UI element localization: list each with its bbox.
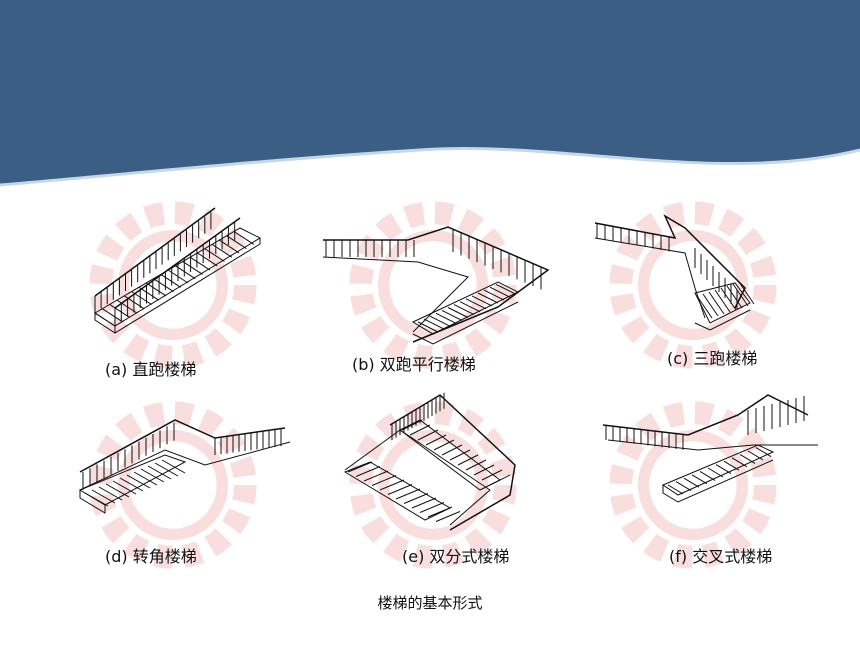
triple-run-stair-icon	[594, 214, 755, 331]
crossing-stair-icon	[602, 394, 818, 503]
watermark-emblem	[609, 401, 777, 569]
straight-run-stair-icon	[94, 207, 262, 334]
figure-caption-b: (b) 双跑平行楼梯	[352, 355, 476, 374]
figure-caption-f: (f) 交叉式楼梯	[669, 547, 773, 566]
watermark-emblem	[89, 401, 257, 569]
figure-caption-c: (c) 三跑楼梯	[667, 349, 758, 368]
title-banner	[0, 0, 860, 187]
double-run-parallel-stair-icon	[322, 226, 550, 345]
figure-caption-d: (d) 转角楼梯	[105, 547, 197, 566]
corner-stair-icon	[78, 419, 291, 514]
watermark-emblem	[89, 201, 257, 369]
figure-title: 楼梯的基本形式	[377, 594, 483, 612]
figure-caption-a: (a) 直跑楼梯	[105, 360, 197, 379]
figure-caption-e: (e) 双分式楼梯	[402, 547, 510, 566]
double-branch-stair-icon	[343, 392, 516, 531]
